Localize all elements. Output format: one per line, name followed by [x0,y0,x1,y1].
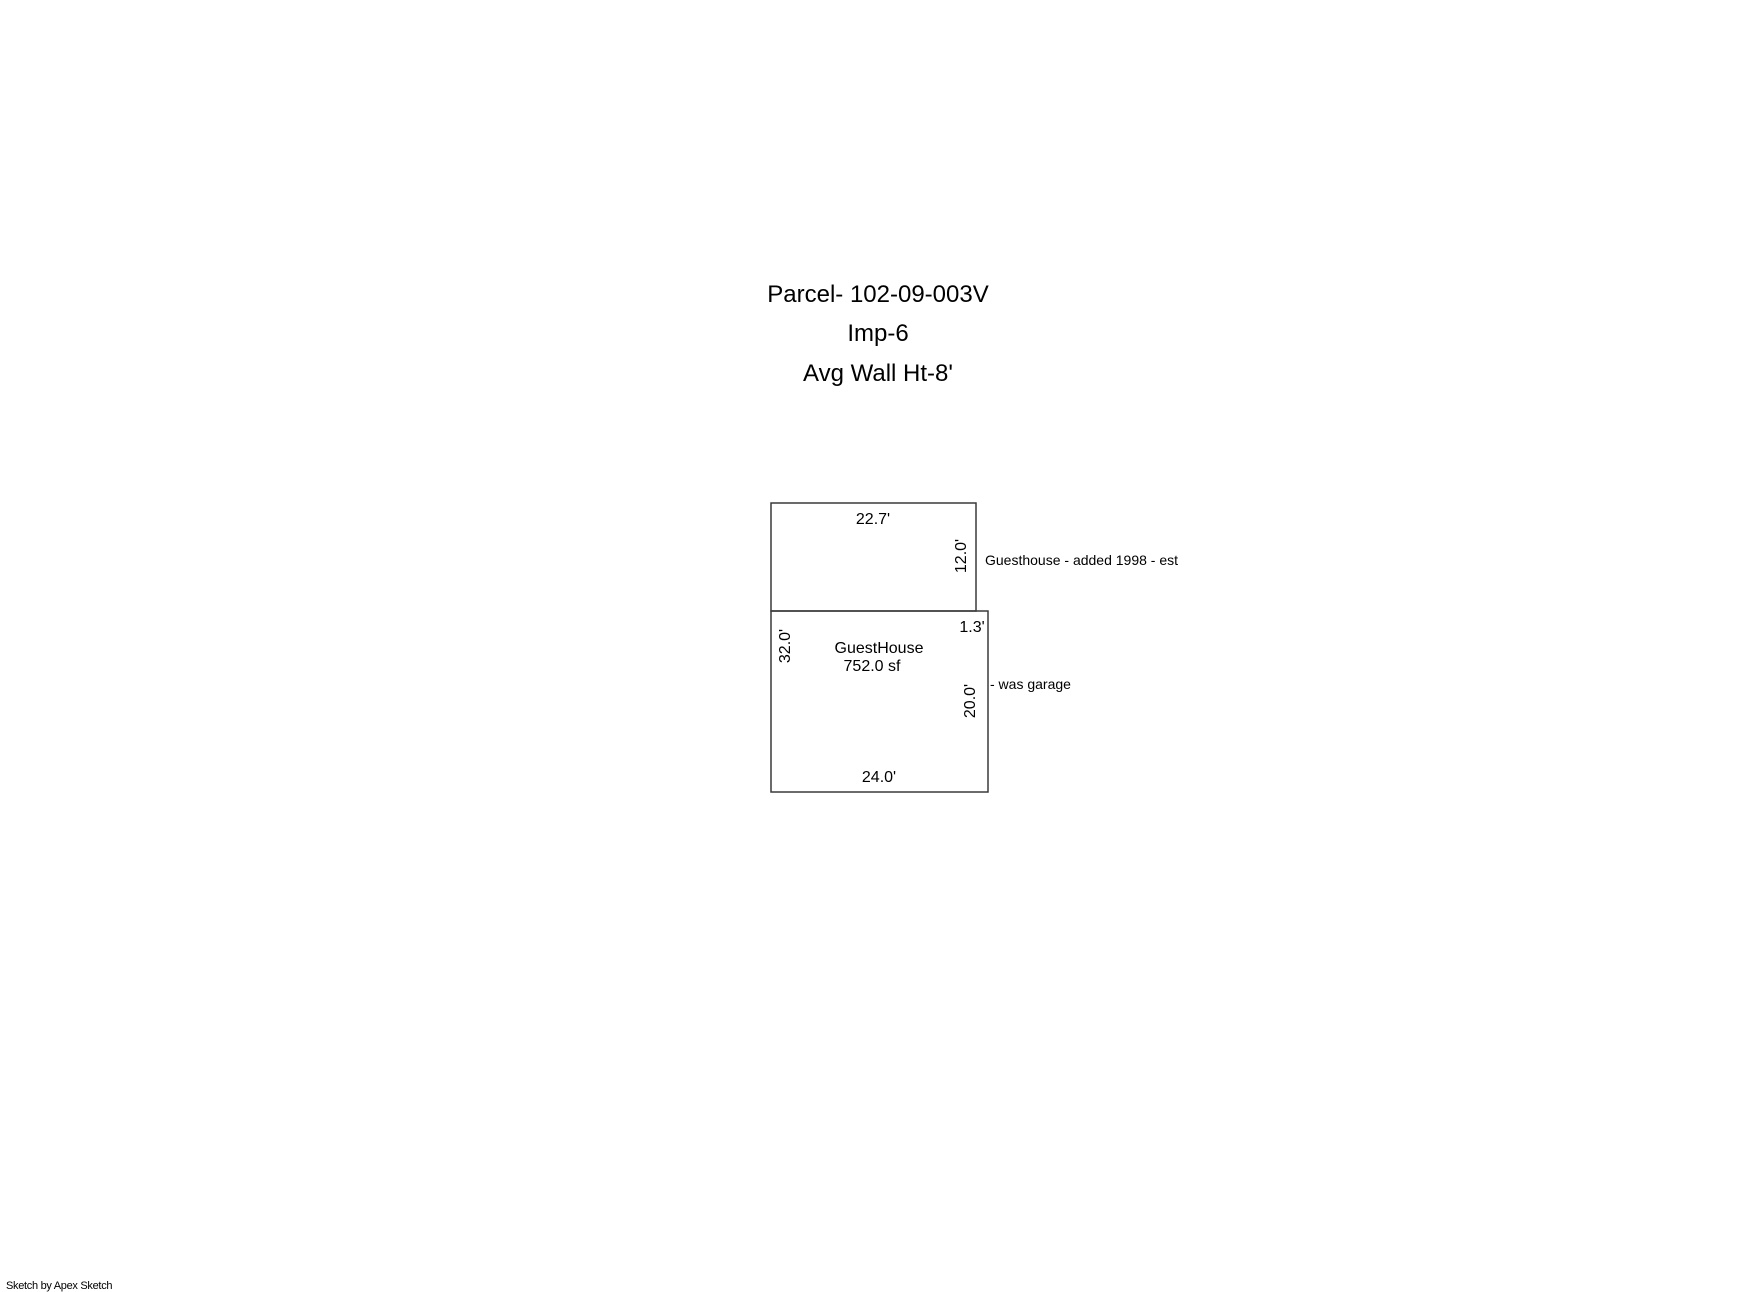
lower-section-note: - was garage [990,676,1071,692]
lower-bottom-dimension: 24.0' [862,769,896,786]
wall-height-label: Avg Wall Ht-8' [803,360,953,387]
sketch-credit: Sketch by Apex Sketch [6,1280,113,1292]
upper-right-dimension: 12.0' [953,539,970,573]
upper-top-dimension: 22.7' [856,511,890,528]
lower-right-dimension: 20.0' [962,684,979,718]
guesthouse-label: GuestHouse [835,640,924,657]
improvement-number: Imp-6 [847,320,909,347]
jog-dimension: 1.3' [959,619,984,636]
parcel-title: Parcel- 102-09-003V [767,281,989,308]
guesthouse-area: 752.0 sf [844,658,901,675]
lower-left-dimension: 32.0' [777,629,794,663]
guesthouse-outline [770,610,989,793]
upper-section-note: Guesthouse - added 1998 - est [985,552,1178,568]
